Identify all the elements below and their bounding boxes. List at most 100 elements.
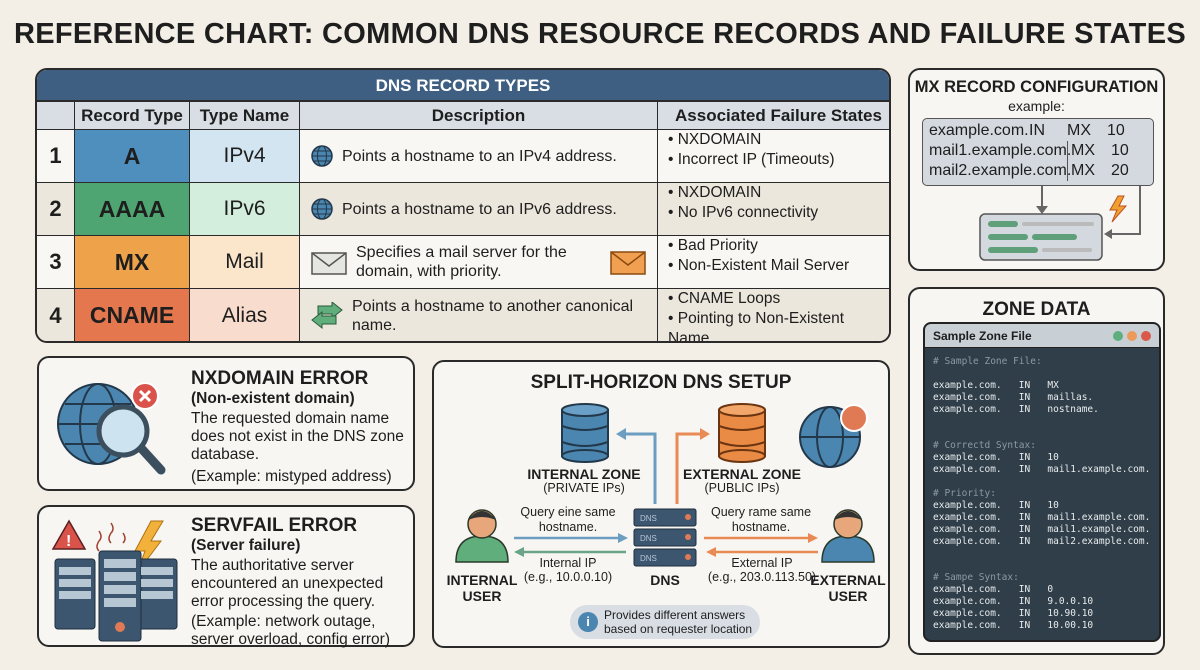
- description-text: Points a hostname to an IPv6 address.: [342, 200, 617, 218]
- arrows-icon: [310, 301, 344, 330]
- failure-states-cell: • NXDOMAIN• Incorrect IP (Timeouts): [658, 130, 889, 182]
- dns-record-table: DNS RECORD TYPES Record Type Type Name D…: [35, 68, 891, 343]
- split-title: SPLIT-HORIZON DNS SETUP: [530, 372, 792, 393]
- svg-text:DNS: DNS: [640, 514, 657, 523]
- svg-text:!: !: [66, 533, 71, 550]
- page-title: REFERENCE CHART: COMMON DNS RESOURCE REC…: [14, 18, 1186, 50]
- window-red-dot-icon[interactable]: [1141, 330, 1151, 341]
- table-row: 1 A IPv4 Points a hostname to an IPv4 ad…: [37, 130, 889, 183]
- window-orange-dot-icon[interactable]: [1127, 330, 1137, 341]
- external-query-text: Query rame same hostname.: [710, 505, 812, 534]
- internal-user-icon: [455, 509, 509, 563]
- mx-record-line: mail1.example.com.MX 10: [929, 141, 1147, 161]
- zone-line: # Sample Zone File:: [933, 356, 1042, 367]
- zone-line: # Sampe Syntax:: [933, 572, 1019, 583]
- failure-state: • Non-Existent Mail Server: [668, 257, 850, 274]
- nxdomain-example: (Example: mistyped address): [191, 468, 392, 485]
- nxdomain-title: NXDOMAIN ERROR: [191, 368, 369, 389]
- external-zone-sub: (PUBLIC IPs): [704, 481, 780, 495]
- mx-record-line: mail2.example.com.MX 20: [929, 161, 1147, 181]
- internal-zone-sub: (PRIVATE IPs): [543, 481, 625, 495]
- mx-type: MX: [1071, 142, 1095, 159]
- servfail-description: The authoritative server encountered an …: [191, 557, 384, 610]
- zone-line: example.com. IN MX: [933, 380, 1059, 391]
- internal-zone-label: INTERNAL ZONE: [527, 466, 641, 482]
- description-cell: Points a hostname to another canonical n…: [300, 289, 658, 341]
- zone-data-panel: ZONE DATA Sample Zone File # Sample Zone…: [908, 287, 1165, 655]
- failure-state: • NXDOMAIN: [668, 184, 762, 201]
- failure-states-cell: • NXDOMAIN • No IPv6 connectivity: [658, 183, 889, 235]
- record-type: CNAME: [75, 289, 190, 341]
- external-ip-example: (e.g., 203.0.113.50): [707, 570, 817, 584]
- col-record-type: Record Type: [75, 102, 190, 129]
- external-user-label: EXTERNAL USER: [810, 572, 886, 604]
- servfail-card: ! SERVFAIL ERROR (Server failure) The au…: [37, 505, 415, 648]
- zone-line: example.com. IN nostname.: [933, 404, 1099, 415]
- failure-state: • No IPv6 connectivity: [668, 204, 819, 221]
- failure-states-cell: • CNAME Loops• Pointing to Non-Existent …: [658, 289, 889, 343]
- internal-zone-database-icon: [561, 403, 609, 463]
- table-row: 3 MX Mail Specifies a mail server for th…: [37, 236, 889, 289]
- failure-state: • NXDOMAIN: [668, 131, 762, 148]
- zone-line: example.com. IN 9.0.0.10: [933, 596, 1094, 607]
- mx-priority: 10: [1107, 122, 1125, 139]
- col-failures: Associated Failure States: [675, 105, 882, 125]
- failure-state: • Pointing to Non-Existent Name: [668, 310, 845, 343]
- internal-ip-example: (e.g., 10.0.0.10): [523, 570, 613, 584]
- row-number: 4: [37, 289, 75, 341]
- type-name: Alias: [190, 289, 300, 341]
- mx-subtitle: example:: [1008, 98, 1065, 114]
- external-zone-database-icon: [718, 403, 766, 463]
- description-cell: Points a hostname to an IPv6 address.: [300, 183, 658, 235]
- table-header-row: Record Type Type Name Description Associ…: [37, 102, 889, 130]
- row-number: 3: [37, 236, 75, 288]
- window-green-dot-icon[interactable]: [1113, 330, 1123, 341]
- col-num: [37, 102, 75, 129]
- zone-window-title: Sample Zone File: [933, 328, 1032, 343]
- mx-priority: 10: [1111, 142, 1129, 159]
- zone-line: # Correctd Syntax:: [933, 440, 1036, 451]
- failure-state: • Bad Priority: [668, 237, 758, 254]
- type-name: Mail: [190, 236, 300, 288]
- zone-line: example.com. IN 10.90.10: [933, 608, 1094, 619]
- zone-line: [933, 416, 1151, 428]
- table-row: 4 CNAME Alias Points a hostname to anoth…: [37, 289, 889, 343]
- mx-type: MX: [1071, 162, 1095, 179]
- zone-title: ZONE DATA: [982, 299, 1091, 320]
- external-zone-label: EXTERNAL ZONE: [683, 466, 801, 482]
- servfail-example: (Example: network outage, server overloa…: [191, 613, 390, 648]
- zone-line: example.com. IN maillas.: [933, 392, 1094, 403]
- record-type: AAAA: [75, 183, 190, 235]
- description-text: Points a hostname to an IPv4 address.: [342, 147, 617, 165]
- envelope-icon: [310, 248, 348, 276]
- mx-config-panel: MX RECORD CONFIGURATION example: example…: [908, 68, 1165, 271]
- mx-flow-diagram: [979, 186, 1141, 261]
- nxdomain-card: NXDOMAIN ERROR (Non-existent domain) The…: [37, 356, 415, 491]
- globe-icon: [799, 404, 868, 468]
- mx-host: mail1.example.com.: [929, 142, 1072, 159]
- row-number: 2: [37, 183, 75, 235]
- col-type-name: Type Name: [190, 102, 300, 129]
- info-icon: i: [578, 612, 598, 632]
- mx-class: IN: [1029, 122, 1045, 139]
- envelope-icon: [609, 248, 647, 276]
- zone-line: [933, 428, 1151, 440]
- table-row: 2 AAAA IPv6 Points a hostname to an IPv6…: [37, 183, 889, 236]
- zone-line: example.com. IN 10.00.10: [933, 620, 1094, 631]
- zone-window-titlebar: Sample Zone File: [925, 324, 1159, 348]
- svg-text:DNS: DNS: [640, 554, 657, 563]
- failure-states-cell: • Bad Priority • Non-Existent Mail Server: [658, 236, 889, 288]
- svg-text:DNS: DNS: [640, 534, 657, 543]
- table-heading: DNS RECORD TYPES: [37, 70, 889, 102]
- dns-server-label: DNS: [650, 572, 680, 588]
- mx-host: mail2.example.com.: [929, 162, 1072, 179]
- mx-priority: 20: [1111, 162, 1129, 179]
- nxdomain-description: The requested domain name does not exist…: [191, 410, 404, 463]
- col-description: Description: [300, 102, 658, 129]
- info-note-text: Provides different answers based on requ…: [604, 608, 753, 636]
- mx-title: MX RECORD CONFIGURATION: [914, 78, 1159, 96]
- globe-magnifier-icon: [57, 382, 166, 475]
